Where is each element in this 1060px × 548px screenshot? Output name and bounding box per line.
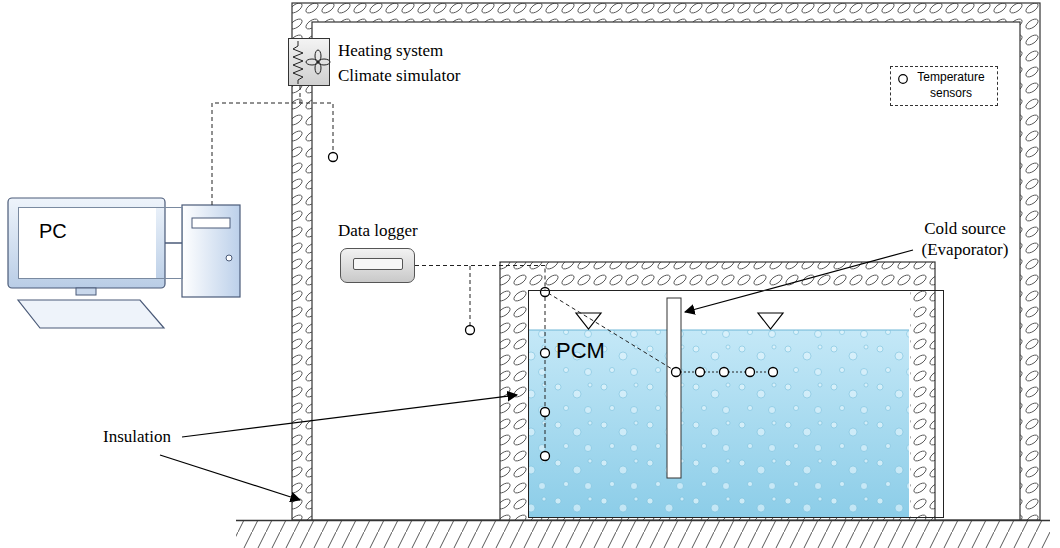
temperature-sensor (672, 368, 681, 377)
screen-label: PC (39, 220, 202, 243)
temperature-sensor (541, 349, 550, 358)
level-mark (758, 313, 783, 329)
temperature-sensor (769, 368, 778, 377)
callout-label: Cold source (Evaporator) (915, 218, 1015, 261)
pc-cable (165, 242, 182, 244)
material-label: PCM (556, 338, 970, 363)
legend-text: Temperature sensors (909, 70, 993, 101)
temperature-sensor (466, 326, 475, 335)
leader-arrow (182, 395, 517, 437)
temperature-sensor (696, 368, 705, 377)
sensor-group (329, 153, 778, 461)
fan-blade (318, 59, 330, 65)
fan-hub (316, 60, 319, 63)
heater-box: Heating system Climate simulator (288, 38, 330, 86)
resistor-symbol (293, 41, 303, 84)
liquid-surface (529, 330, 909, 331)
signal-wire (300, 86, 301, 103)
leader-arrow (685, 250, 913, 312)
sensor-symbol (899, 75, 908, 84)
fan-blade (315, 62, 321, 74)
level-mark (576, 313, 601, 329)
temperature-sensor (720, 368, 729, 377)
monitor-screen (18, 207, 156, 279)
temperature-sensor (329, 153, 338, 162)
device-label: Data logger (338, 221, 411, 241)
device-label: Heating system Climate simulator (338, 39, 468, 88)
temperature-sensor (541, 288, 550, 297)
fan-blade (306, 59, 318, 65)
monitor-stand (76, 288, 96, 295)
chamber-interior (312, 22, 1020, 520)
tank-interior (528, 290, 910, 518)
legend-box: Temperature sensors (890, 66, 998, 106)
monitor-screen-box: PC (18, 207, 183, 279)
pcm-tank: PCM (528, 290, 944, 518)
pc-tower (182, 205, 240, 297)
ground-hatch (236, 521, 1050, 548)
data-logger-box: Data logger (340, 248, 415, 283)
legend-swatch (897, 73, 909, 85)
monitor-frame (8, 198, 165, 288)
chamber-insulation (292, 3, 1040, 520)
evaporator-plate (667, 298, 681, 478)
power-button (226, 255, 232, 261)
signal-wire (415, 266, 545, 291)
heater-fill (288, 38, 330, 86)
leader-arrow (160, 455, 300, 500)
fan-symbol (306, 50, 330, 74)
fan-blade (315, 50, 321, 62)
temperature-sensor (541, 452, 550, 461)
sensor-wire (545, 290, 546, 452)
temperature-sensor (746, 368, 755, 377)
keyboard (18, 300, 164, 328)
temperature-sensor (541, 408, 550, 417)
signal-wire (212, 103, 333, 205)
drive-slot (192, 218, 230, 228)
sensor-wire (470, 266, 471, 325)
tank-insulation (500, 262, 935, 520)
callout-label: Insulation (103, 427, 171, 447)
